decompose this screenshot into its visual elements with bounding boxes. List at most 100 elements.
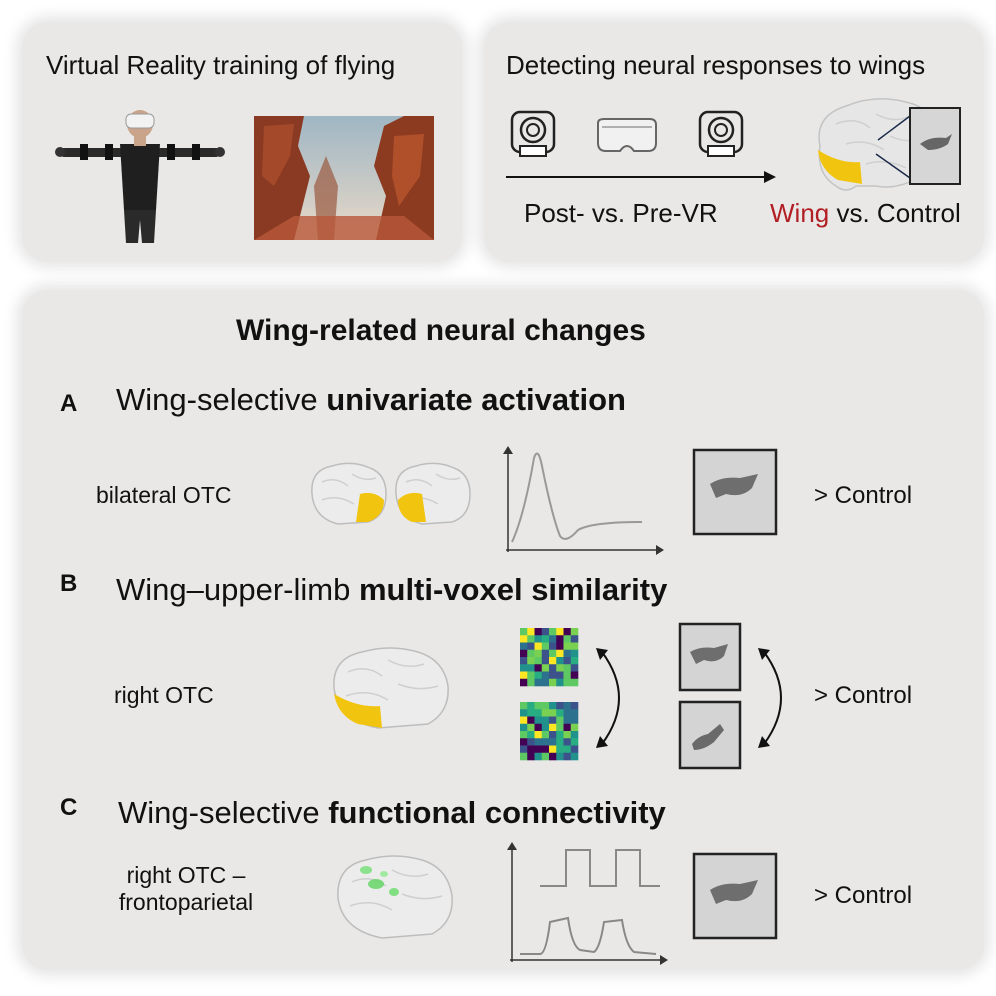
- voxel-cell: [520, 709, 528, 717]
- frontoparietal-brain-icon: [337, 855, 453, 939]
- wing-vs-control-contrast: Wing vs. Control: [770, 198, 961, 229]
- voxel-cell: [527, 657, 535, 665]
- voxel-cell: [570, 723, 579, 732]
- right-otc-brain-icon: [333, 647, 449, 729]
- voxel-cell: [556, 664, 564, 672]
- connectivity-timecourse-plot: [507, 842, 668, 965]
- voxel-cell: [570, 709, 579, 717]
- mri-scanner-icon: [698, 110, 744, 157]
- voxel-cell: [570, 657, 579, 665]
- voxel-cell: [570, 745, 579, 754]
- voxel-cell: [570, 738, 579, 746]
- similarity-arrow: [758, 648, 782, 748]
- voxel-cell: [520, 723, 528, 732]
- voxel-cell: [534, 642, 543, 651]
- voxel-cell: [520, 628, 528, 636]
- bilateral-brain-icon: [311, 462, 471, 525]
- voxel-pattern-matrix-wing: [520, 628, 579, 687]
- voxel-cell: [556, 635, 564, 643]
- vr-training-title: Virtual Reality training of flying: [46, 50, 396, 80]
- voxel-cell: [534, 628, 543, 636]
- voxel-cell: [563, 716, 572, 725]
- voxel-cell: [534, 657, 543, 665]
- voxel-cell: [527, 709, 535, 717]
- voxel-cell: [527, 664, 535, 672]
- section-c-heading-bold: functional connectivity: [328, 795, 666, 830]
- voxel-cell: [556, 716, 564, 725]
- voxel-cell: [563, 642, 572, 651]
- voxel-cell: [570, 671, 579, 680]
- voxel-cell: [520, 649, 528, 658]
- voxel-cell: [563, 657, 572, 665]
- voxel-cell: [549, 642, 557, 651]
- voxel-cell: [570, 664, 579, 672]
- section-a-heading-bold: univariate activation: [326, 382, 626, 417]
- voxel-cell: [534, 752, 543, 761]
- voxel-cell: [541, 664, 550, 672]
- voxel-cell: [563, 709, 572, 717]
- section-b-heading: Wing–upper-limb multi-voxel similarity: [116, 572, 667, 608]
- voxel-cell: [527, 678, 535, 687]
- hrf-response-plot: [503, 446, 664, 555]
- voxel-cell: [527, 745, 535, 754]
- voxel-cell: [570, 642, 579, 651]
- voxel-cell: [534, 664, 543, 672]
- voxel-cell: [541, 642, 550, 651]
- voxel-cell: [527, 738, 535, 746]
- section-c-heading: Wing-selective functional connectivity: [118, 795, 666, 831]
- voxel-cell: [549, 752, 557, 761]
- voxel-cell: [541, 738, 550, 746]
- voxel-cell: [534, 671, 543, 680]
- voxel-cell: [541, 716, 550, 725]
- section-c-region-line2: frontoparietal: [118, 889, 254, 915]
- timeline-label: Post- vs. Pre-VR: [524, 198, 718, 228]
- section-b-heading-bold: multi-voxel similarity: [358, 572, 668, 607]
- detecting-responses-panel: Detecting neural responses to wings Post…: [484, 22, 984, 262]
- upper-limb-stimulus-image: [678, 700, 742, 770]
- voxel-cell: [563, 671, 572, 680]
- voxel-cell: [520, 671, 528, 680]
- main-title: Wing-related neural changes: [236, 314, 646, 347]
- voxel-cell: [549, 657, 557, 665]
- wing-changes-panel: Wing-related neural changes A Wing-selec…: [22, 290, 984, 970]
- voxel-cell: [549, 635, 557, 643]
- voxel-cell: [556, 752, 564, 761]
- similarity-arrow: [596, 648, 620, 748]
- brain-with-wing-stimulus: [818, 98, 961, 191]
- voxel-cell: [541, 702, 550, 710]
- voxel-cell: [527, 628, 535, 636]
- voxel-cell: [570, 678, 579, 687]
- voxel-cell: [534, 702, 543, 710]
- voxel-cell: [570, 731, 579, 739]
- voxel-cell: [549, 678, 557, 687]
- voxel-cell: [534, 738, 543, 746]
- voxel-cell: [520, 738, 528, 746]
- voxel-cell: [520, 664, 528, 672]
- wing-stimulus-image: [678, 622, 742, 692]
- section-a-heading-plain: Wing-selective: [116, 382, 327, 417]
- voxel-cell: [570, 635, 579, 643]
- vs-control-text: vs. Control: [829, 198, 961, 228]
- voxel-cell: [570, 752, 579, 761]
- wing-stimulus-image: [692, 448, 778, 536]
- voxel-cell: [549, 628, 557, 636]
- voxel-cell: [520, 752, 528, 761]
- voxel-cell: [527, 642, 535, 651]
- section-b-heading-plain: Wing–upper-limb: [116, 572, 359, 607]
- voxel-pattern-matrix-limb: [520, 702, 579, 761]
- voxel-cell: [527, 716, 535, 725]
- voxel-cell: [527, 752, 535, 761]
- voxel-cell: [563, 678, 572, 687]
- voxel-cell: [556, 657, 564, 665]
- section-c-letter: C: [60, 794, 78, 821]
- voxel-cell: [549, 649, 557, 658]
- voxel-cell: [534, 745, 543, 754]
- voxel-cell: [570, 716, 579, 725]
- voxel-cell: [534, 709, 543, 717]
- voxel-cell: [570, 702, 579, 710]
- voxel-cell: [556, 702, 564, 710]
- voxel-cell: [556, 731, 564, 739]
- voxel-cell: [556, 738, 564, 746]
- voxel-cell: [541, 671, 550, 680]
- voxel-cell: [520, 745, 528, 754]
